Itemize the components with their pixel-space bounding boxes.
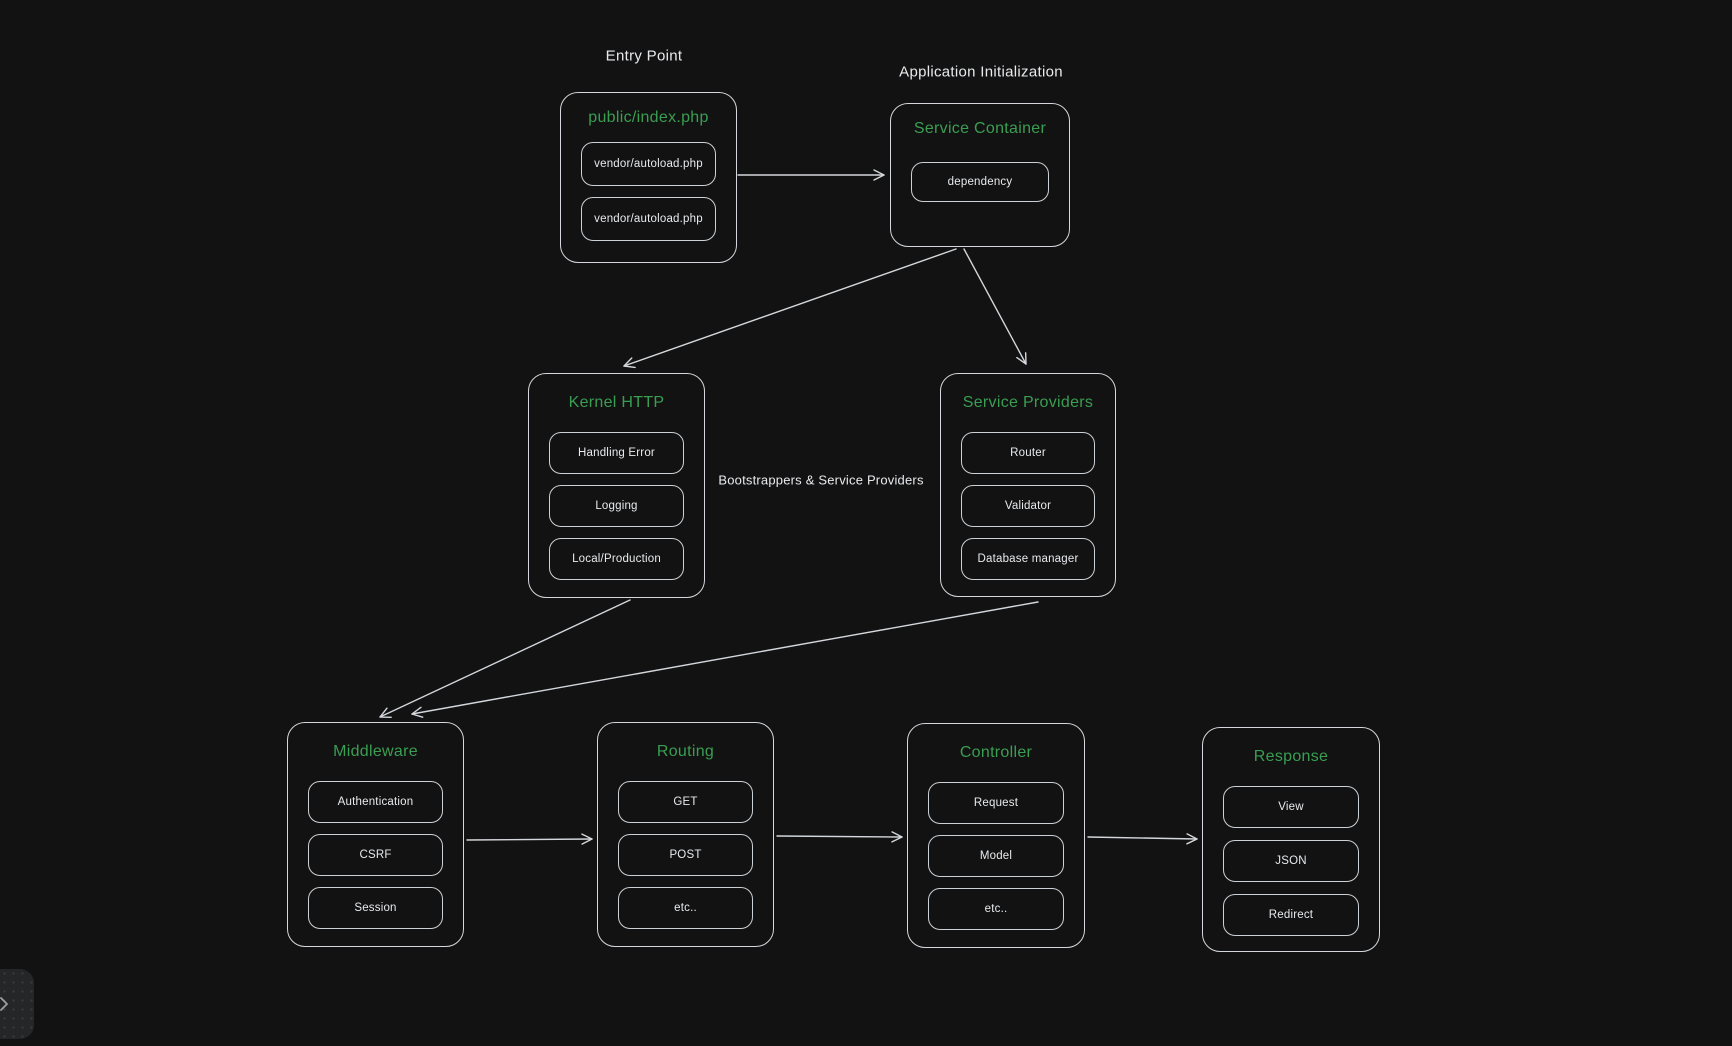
label-entry-point[interactable]: Entry Point <box>605 47 683 65</box>
group-title-response: Response <box>1253 748 1329 765</box>
group-title-routing: Routing <box>656 743 715 760</box>
item-handling-error[interactable]: Handling Error <box>549 432 684 474</box>
item-dependency[interactable]: dependency <box>911 162 1049 202</box>
item-vendor-autoload-1[interactable]: vendor/autoload.php <box>581 142 716 186</box>
label-application-initialization[interactable]: Application Initialization <box>899 63 1063 81</box>
sidebar-toggle-button[interactable] <box>0 969 34 1039</box>
item-etc-controller[interactable]: etc.. <box>928 888 1064 930</box>
item-redirect[interactable]: Redirect <box>1223 894 1359 936</box>
group-routing[interactable]: Routing GET POST etc.. <box>597 722 774 947</box>
item-vendor-autoload-2[interactable]: vendor/autoload.php <box>581 197 716 241</box>
group-public-index[interactable]: public/index.php vendor/autoload.php ven… <box>560 92 737 263</box>
item-post[interactable]: POST <box>618 834 753 876</box>
group-title-middleware: Middleware <box>333 743 418 760</box>
item-local-production[interactable]: Local/Production <box>549 538 684 580</box>
arrow-middleware-to-routing[interactable] <box>466 833 593 845</box>
group-service-providers[interactable]: Service Providers Router Validator Datab… <box>940 373 1116 597</box>
item-get[interactable]: GET <box>618 781 753 823</box>
group-service-container[interactable]: Service Container dependency <box>890 103 1070 247</box>
item-authentication[interactable]: Authentication <box>308 781 443 823</box>
arrow-routing-to-controller[interactable] <box>776 831 903 843</box>
item-request[interactable]: Request <box>928 782 1064 824</box>
group-items: vendor/autoload.php vendor/autoload.php <box>581 142 716 241</box>
arrow-container-to-providers[interactable] <box>963 248 1027 365</box>
item-view[interactable]: View <box>1223 786 1359 828</box>
group-items: GET POST etc.. <box>618 781 753 929</box>
group-controller[interactable]: Controller Request Model etc.. <box>907 723 1085 948</box>
group-title-public-index: public/index.php <box>588 109 709 126</box>
group-items: View JSON Redirect <box>1223 786 1359 936</box>
group-title-service-container: Service Container <box>913 120 1047 137</box>
group-title-service-providers: Service Providers <box>962 394 1094 411</box>
item-etc-routing[interactable]: etc.. <box>618 887 753 929</box>
label-bootstrappers-service-providers[interactable]: Bootstrappers & Service Providers <box>718 472 924 488</box>
group-title-controller: Controller <box>959 744 1033 761</box>
group-items: Authentication CSRF Session <box>308 781 443 929</box>
item-logging[interactable]: Logging <box>549 485 684 527</box>
arrow-controller-to-response[interactable] <box>1087 833 1198 845</box>
group-response[interactable]: Response View JSON Redirect <box>1202 727 1380 952</box>
arrow-providers-to-middleware[interactable] <box>411 601 1039 718</box>
arrow-container-to-kernel[interactable] <box>623 248 957 369</box>
group-middleware[interactable]: Middleware Authentication CSRF Session <box>287 722 464 947</box>
arrow-kernel-to-middleware[interactable] <box>379 599 631 718</box>
group-items: Router Validator Database manager <box>961 432 1095 580</box>
item-json[interactable]: JSON <box>1223 840 1359 882</box>
item-model[interactable]: Model <box>928 835 1064 877</box>
group-title-kernel-http: Kernel HTTP <box>568 394 665 411</box>
item-database-manager[interactable]: Database manager <box>961 538 1095 580</box>
group-kernel-http[interactable]: Kernel HTTP Handling Error Logging Local… <box>528 373 705 598</box>
item-session[interactable]: Session <box>308 887 443 929</box>
chevron-right-icon <box>0 997 8 1011</box>
group-items: Request Model etc.. <box>928 782 1064 930</box>
item-validator[interactable]: Validator <box>961 485 1095 527</box>
item-csrf[interactable]: CSRF <box>308 834 443 876</box>
item-router[interactable]: Router <box>961 432 1095 474</box>
group-items: dependency <box>910 162 1050 202</box>
group-items: Handling Error Logging Local/Production <box>549 432 684 580</box>
